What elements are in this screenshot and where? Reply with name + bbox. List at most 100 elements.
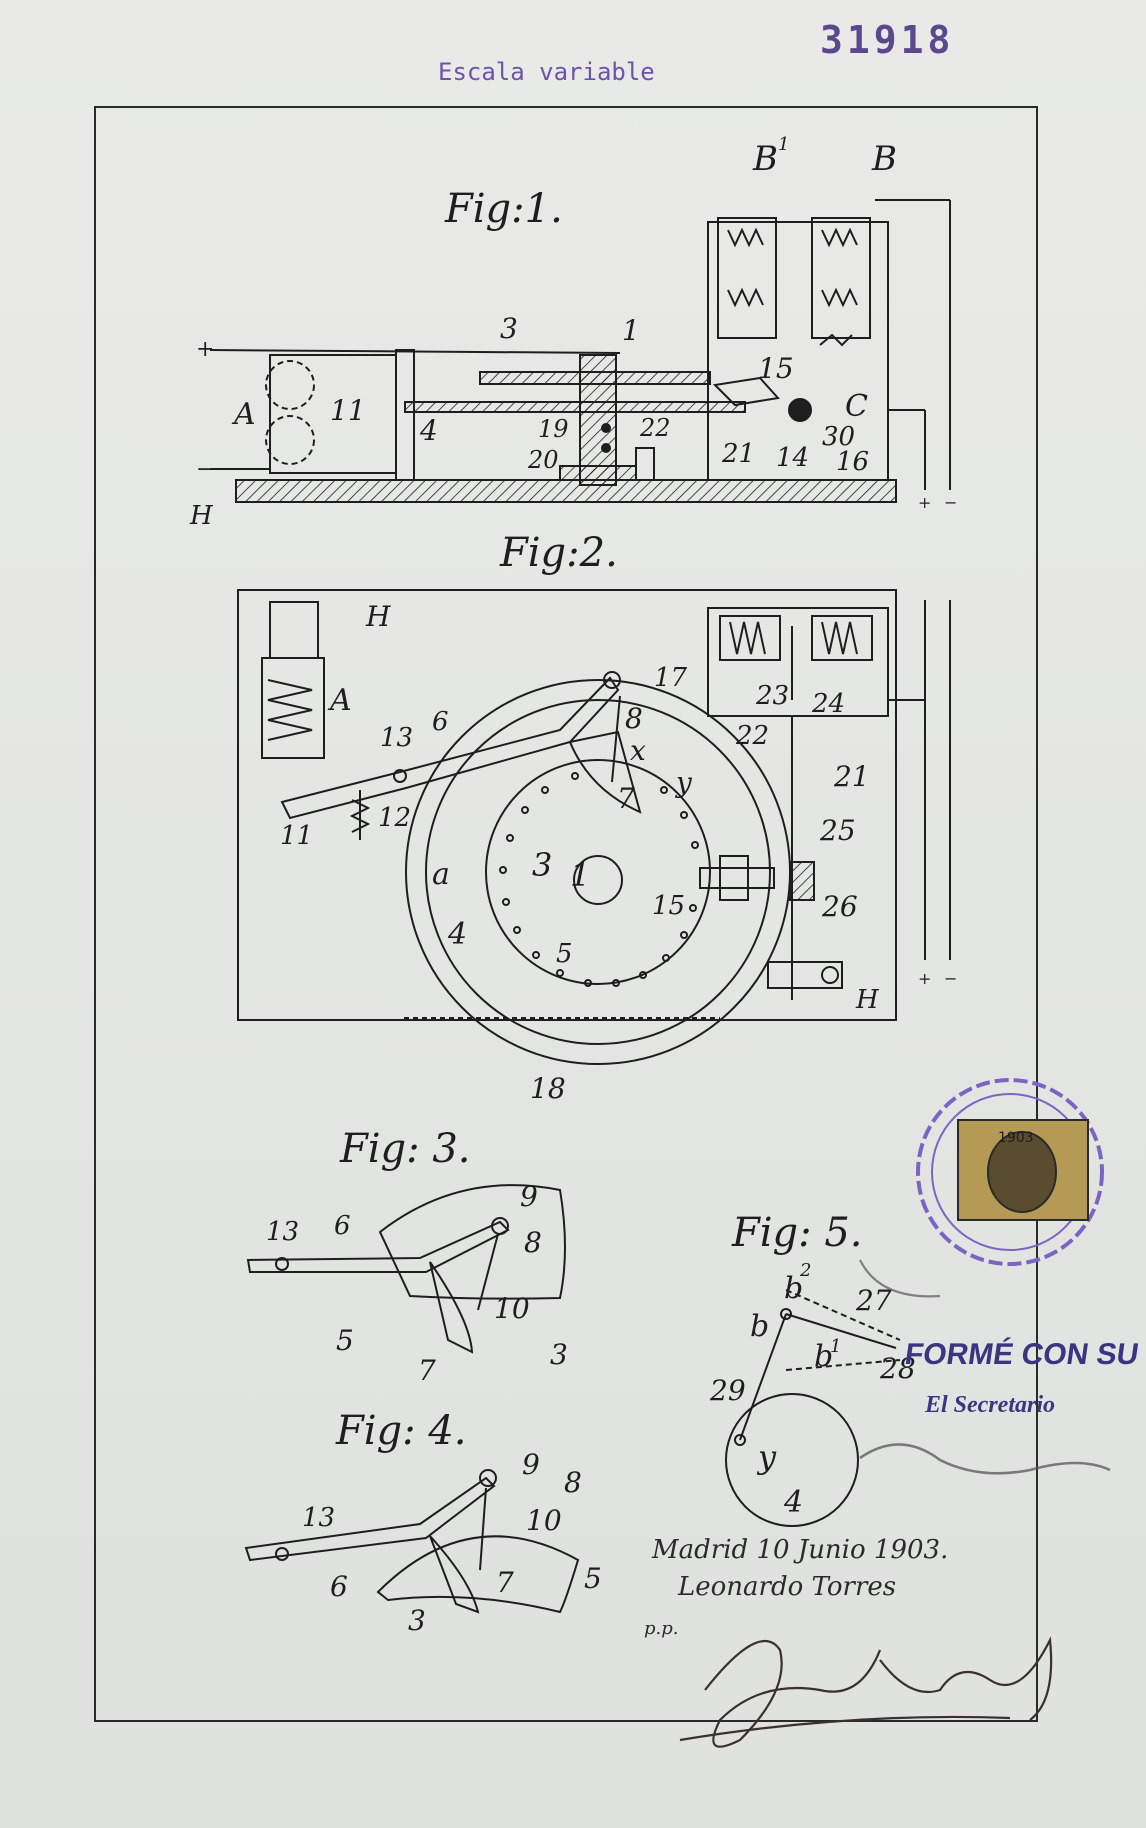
plus-wire xyxy=(209,349,621,354)
tax-stamp-year: 1903 xyxy=(998,1130,1034,1146)
label-1: 1 xyxy=(622,314,640,347)
slider-block xyxy=(767,961,843,989)
label-6: 6 xyxy=(432,707,449,737)
label-y: y xyxy=(674,766,693,799)
label-23: 23 xyxy=(755,681,789,711)
secretary-stamp: El Secretario xyxy=(925,1392,1055,1418)
label-8: 8 xyxy=(524,1226,542,1259)
rack-26 xyxy=(789,861,815,901)
pivot-13 xyxy=(275,1547,289,1561)
coil-left xyxy=(719,615,781,661)
signer-name: Leonardo Torres xyxy=(678,1572,897,1602)
document-number-stamp: 31918 xyxy=(820,18,955,62)
pivot-wheel xyxy=(734,1434,746,1446)
label-11: 11 xyxy=(330,394,366,427)
label-3: 3 xyxy=(500,312,518,345)
label-terminal-minus: − xyxy=(944,969,957,988)
magnet-housing xyxy=(707,221,889,481)
figure-2-title: Fig:2. xyxy=(499,530,618,576)
label-19: 19 xyxy=(538,415,569,443)
magnet-b xyxy=(811,217,871,339)
label-30: 30 xyxy=(822,422,855,452)
label-1: 1 xyxy=(570,856,590,894)
label-9: 9 xyxy=(520,1180,538,1213)
arm-b1-dashed xyxy=(785,1359,901,1371)
label-11: 11 xyxy=(280,821,313,851)
label-16: 16 xyxy=(836,447,869,477)
label-terminal-plus: + xyxy=(918,493,931,512)
label-10: 10 xyxy=(526,1504,562,1537)
arm-b2-dashed xyxy=(785,1289,901,1341)
label-10: 10 xyxy=(494,1292,530,1325)
label-5: 5 xyxy=(556,939,573,969)
pawl-7 xyxy=(568,730,642,814)
label-21: 21 xyxy=(721,439,755,469)
figure-5-title: Fig: 5. xyxy=(731,1210,863,1256)
label-C: C xyxy=(845,389,868,424)
label-8: 8 xyxy=(564,1466,582,1499)
label-21: 21 xyxy=(833,760,870,793)
arm-b-28 xyxy=(785,1313,897,1349)
magnet-b1 xyxy=(717,217,777,339)
label-b: B xyxy=(871,139,897,179)
label-minus: − xyxy=(196,457,214,482)
drawing-frame xyxy=(94,106,1038,1722)
central-shaft xyxy=(579,354,617,486)
pivot-13 xyxy=(275,1257,289,1271)
label-6: 6 xyxy=(330,1570,348,1603)
label-27: 27 xyxy=(855,1284,892,1317)
label-A: A xyxy=(231,397,256,432)
label-a: a xyxy=(432,857,450,892)
coil-b1-top xyxy=(727,227,764,248)
link-29 xyxy=(739,1313,787,1441)
spring-b xyxy=(819,333,853,347)
screw xyxy=(821,966,839,984)
approval-stamp: FORMÉ CON SU DUPLIC xyxy=(902,1338,1146,1371)
label-b1: b xyxy=(814,1339,833,1374)
label-7: 7 xyxy=(496,1566,514,1599)
pawl-7 xyxy=(429,1261,474,1354)
label-13: 13 xyxy=(380,723,413,753)
label-9: 9 xyxy=(522,1448,540,1481)
solenoid-coil-top xyxy=(265,360,315,410)
hub-1 xyxy=(573,855,623,905)
needle-8 xyxy=(611,695,621,783)
label-3: 3 xyxy=(408,1604,426,1637)
coil-b1-bottom xyxy=(727,287,764,308)
label-6: 6 xyxy=(334,1211,351,1241)
pivot-9 xyxy=(603,671,621,689)
label-7: 7 xyxy=(617,782,635,815)
lever-4-section xyxy=(404,401,746,413)
label-13: 13 xyxy=(302,1503,335,1533)
official-seal: 1903 xyxy=(916,1078,1104,1266)
figure-4: Fig: 4. 9 8 13 10 6 7 5 3 xyxy=(244,1408,602,1637)
label-4: 4 xyxy=(447,917,467,952)
label-b1-sup: 1 xyxy=(830,1336,841,1357)
solenoid-winding xyxy=(267,679,313,741)
pawl-7 xyxy=(429,1535,480,1614)
inner-ring-4 xyxy=(425,699,771,1045)
figure-3-title: Fig: 3. xyxy=(339,1126,471,1172)
needle-8 xyxy=(479,1487,487,1571)
handwritten-signature xyxy=(679,1259,1111,1748)
contact-bar-15 xyxy=(699,867,775,889)
figure-1: Fig:1. B 1 B xyxy=(189,134,957,531)
figure-4-title: Fig: 4. xyxy=(335,1408,467,1454)
label-3: 3 xyxy=(550,1338,568,1371)
base-plate-top xyxy=(237,589,897,1021)
solenoid-coil xyxy=(261,657,325,759)
base-plate xyxy=(235,479,897,503)
label-plus: + xyxy=(196,337,214,362)
contact-19 xyxy=(601,423,611,433)
label-20: 20 xyxy=(527,446,559,474)
label-28: 28 xyxy=(879,1352,916,1385)
label-H-top: H xyxy=(365,600,391,633)
coil-right xyxy=(811,615,873,661)
spring-12 xyxy=(349,790,371,840)
coil-left-winding xyxy=(729,621,766,655)
pivot-b xyxy=(780,1308,792,1320)
label-15: 15 xyxy=(652,891,685,921)
per-procuration: p.p. xyxy=(644,1618,679,1639)
disc-segment xyxy=(376,1535,580,1614)
